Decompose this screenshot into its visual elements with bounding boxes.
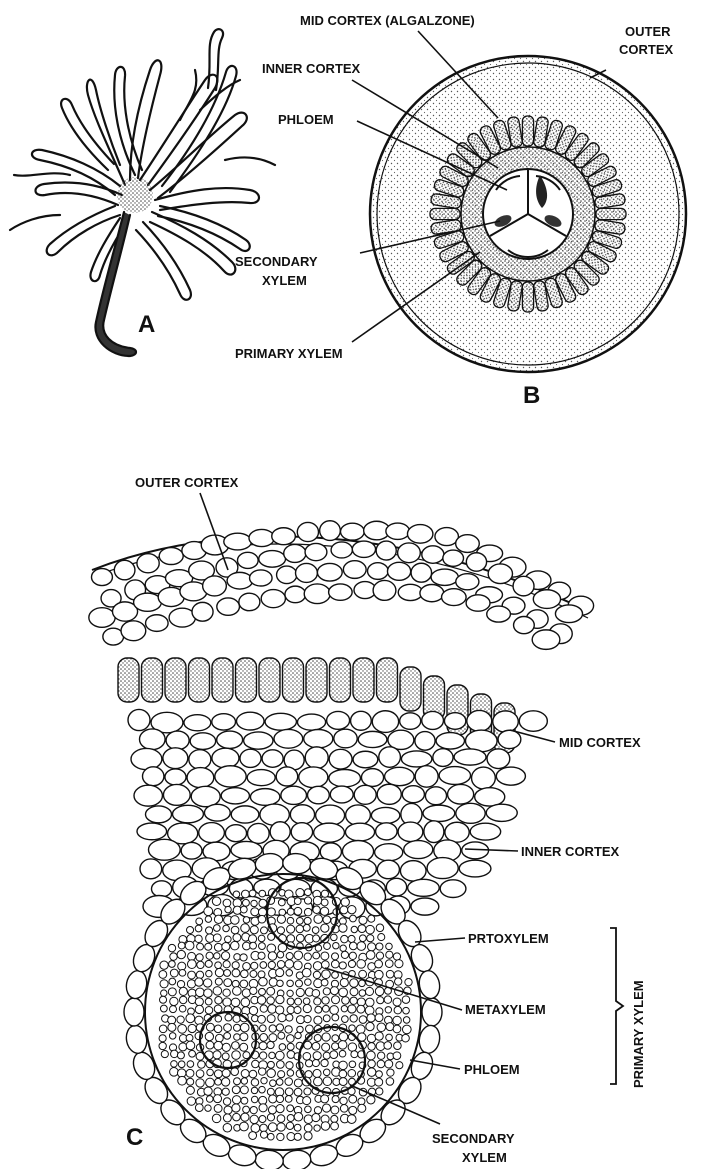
label-outer-cortex-line2: CORTEX [619, 42, 674, 57]
label-mid-cortex: MID CORTEX [559, 735, 641, 750]
label-phloem: PHLOEM [278, 112, 334, 127]
figure-b-letter: B [523, 382, 540, 409]
stele-cells [159, 889, 412, 1141]
label-primary-xylem-bracket: PRIMARY XYLEM [631, 980, 646, 1088]
thallus-stalk [95, 212, 136, 356]
thallus-center [117, 177, 153, 213]
label-mid-cortex-algalzone: MID CORTEX (ALGALZONE) [300, 13, 475, 28]
label-secondary-xylem-c-line2: XYLEM [462, 1150, 507, 1165]
label-primary-xylem: PRIMARY XYLEM [235, 346, 343, 361]
label-protoxylem: PRTOXYLEM [468, 931, 549, 946]
label-phloem-c: PHLOEM [464, 1062, 520, 1077]
figure-a-letter: A [138, 311, 155, 338]
label-outer-cortex: OUTER CORTEX [135, 475, 239, 490]
label-inner-cortex: INNER CORTEX [262, 61, 361, 76]
label-outer-cortex-line1: OUTER [625, 24, 671, 39]
label-inner-cortex-c: INNER CORTEX [521, 844, 620, 859]
label-secondary-xylem-c-line1: SECONDARY [432, 1131, 515, 1146]
label-secondary-xylem-line2: XYLEM [262, 273, 307, 288]
label-metaxylem: METAXYLEM [465, 1002, 546, 1017]
primary-xylem-bracket [610, 928, 623, 1084]
figure-a-thallus [10, 29, 275, 356]
figure-b-section [370, 56, 686, 372]
figure-c-letter: C [126, 1124, 143, 1151]
label-secondary-xylem-line1: SECONDARY [235, 254, 318, 269]
